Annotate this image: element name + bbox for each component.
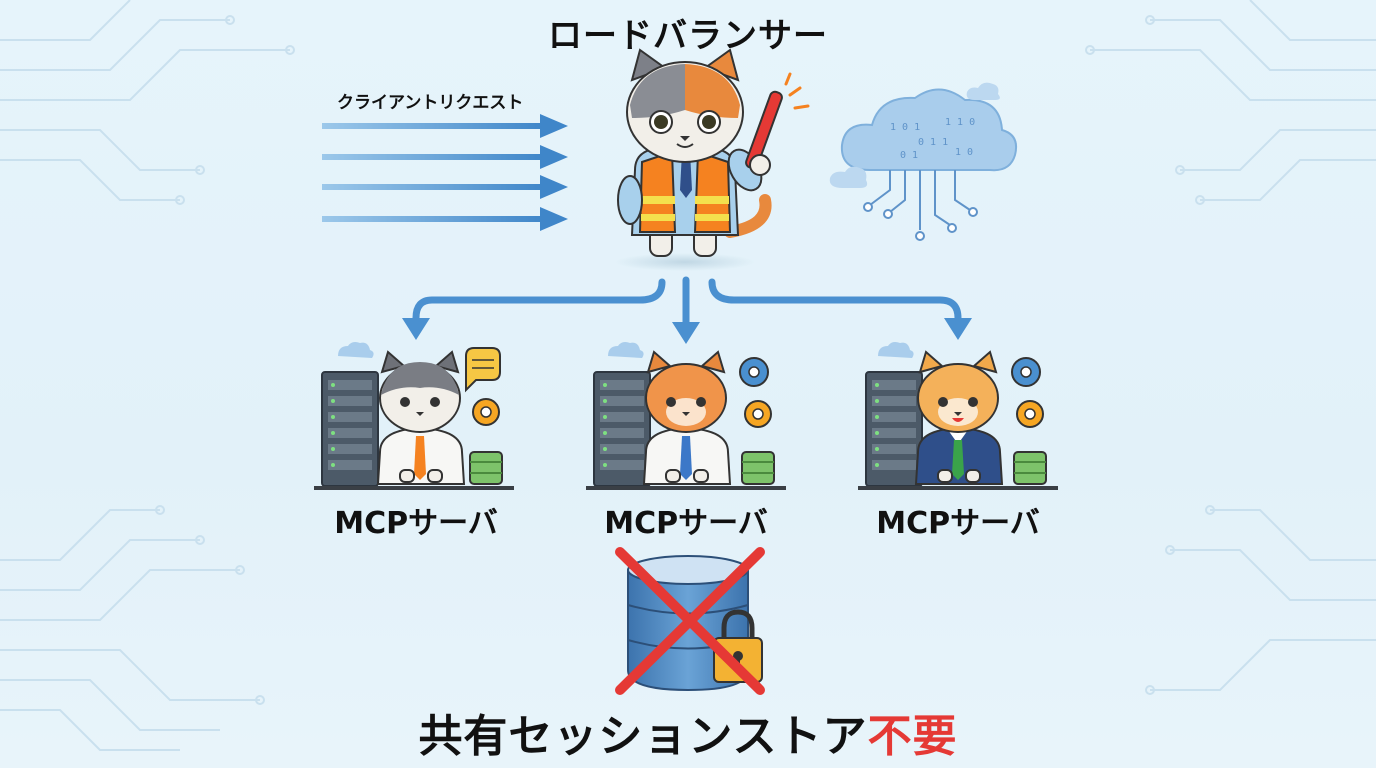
lock-icon: [713, 609, 763, 683]
arrow-heads: [402, 318, 972, 344]
circuit-decoration-bottom-left: [0, 505, 265, 751]
circuit-decoration-top-right: [1085, 0, 1376, 205]
shared-session-store-caption: 共有セッションストア不要: [0, 700, 1376, 764]
client-request-arrows: [322, 114, 568, 231]
caption-main: 共有セッションストア: [418, 711, 868, 762]
mcp-server-3-icon: [858, 342, 1058, 490]
load-balancer-cat-icon: [615, 48, 810, 271]
mcp-server-1-icon: [314, 342, 514, 490]
cross-out-mark-icon: [615, 547, 765, 695]
arrow-to-server-1: [412, 278, 666, 326]
request-arrow: [322, 114, 568, 138]
request-arrow: [322, 175, 568, 199]
caption-negation: 不要: [867, 711, 958, 762]
svg-text:1 0 1: 1 0 1: [890, 122, 920, 133]
server-2-label: MCPサーバ: [604, 506, 768, 541]
server-3-label: MCPサーバ: [876, 506, 1040, 541]
circuit-decoration-top-left: [0, 0, 295, 205]
svg-text:1 1 0: 1 1 0: [945, 117, 975, 128]
mcp-server-2-icon: [586, 342, 786, 490]
cloud-data-icon: 1 0 1 0 1 1 1 1 0 0 1 1 0: [829, 82, 1018, 241]
svg-text:1 0: 1 0: [955, 147, 973, 158]
load-balancer-title: ロードバランサー: [548, 16, 828, 56]
client-request-label: クライアントリクエスト: [337, 93, 524, 113]
arrow-to-server-3: [708, 278, 962, 326]
circuit-decoration-bottom-right: [1145, 505, 1376, 695]
request-arrow: [322, 145, 568, 169]
server-1-label: MCPサーバ: [334, 506, 498, 541]
request-arrow: [322, 207, 568, 231]
distribution-arrows: [412, 276, 962, 330]
svg-text:0 1 1: 0 1 1: [918, 137, 948, 148]
svg-text:0 1: 0 1: [900, 150, 918, 161]
shared-session-store-icon: [615, 547, 765, 695]
